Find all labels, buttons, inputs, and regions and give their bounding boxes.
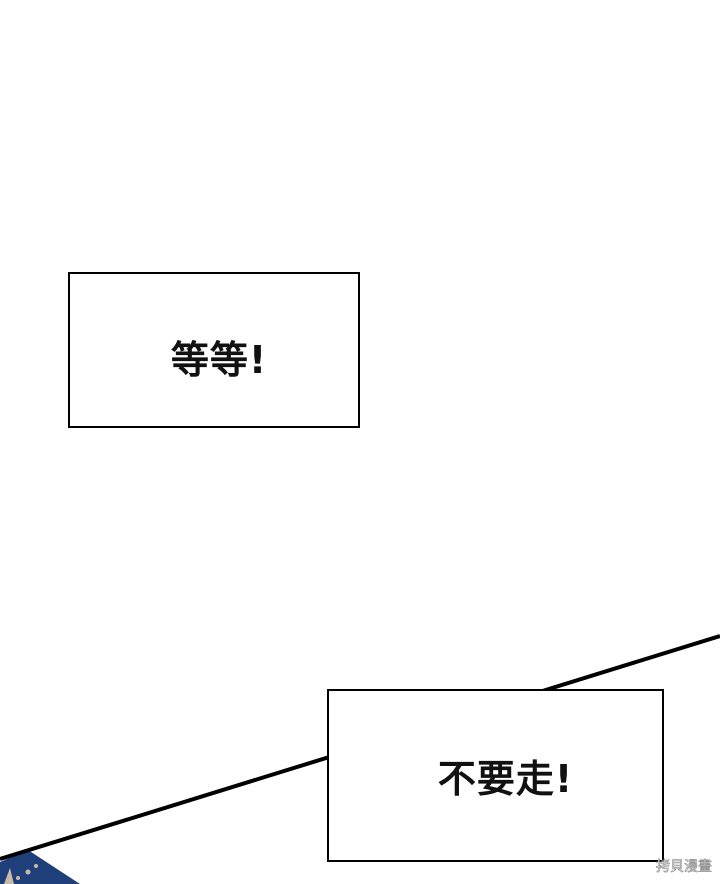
caption-text-dont-go: 不要走! bbox=[437, 757, 574, 801]
watermark: 拷貝漫畫 bbox=[656, 859, 713, 876]
fabric-corner bbox=[0, 850, 80, 884]
fabric-pattern bbox=[4, 864, 38, 884]
caption-text-wait: 等等! bbox=[170, 337, 268, 382]
caption-box-wait: 等等! bbox=[68, 272, 360, 428]
caption-box-dont-go: 不要走! bbox=[327, 689, 664, 862]
